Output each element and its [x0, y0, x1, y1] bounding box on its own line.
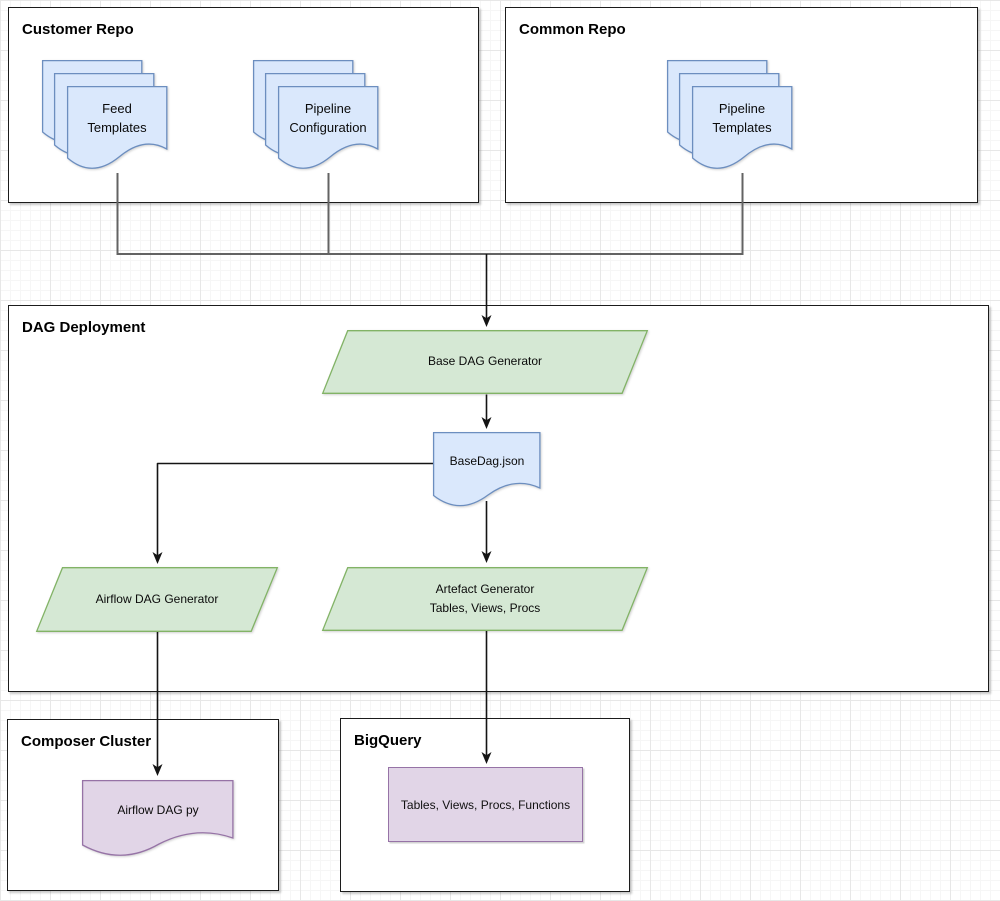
- container-common-repo: Common Repo: [505, 7, 978, 203]
- container-title-bigquery: BigQuery: [354, 732, 422, 749]
- node-pipeline-configuration: [252, 59, 379, 169]
- node-label-bigquery-artefacts: Tables, Views, Procs, Functions: [400, 797, 571, 812]
- container-title-customer-repo: Customer Repo: [22, 21, 134, 38]
- container-title-dag-deployment: DAG Deployment: [22, 319, 146, 336]
- node-bigquery-artefacts: Tables, Views, Procs, Functions: [388, 767, 583, 842]
- node-feed-templates: [41, 59, 168, 169]
- node-pipeline-templates: [666, 59, 793, 169]
- node-airflow-dag-py: [81, 779, 234, 856]
- connector-basedag-json-to-airflow-dag-generator: [152, 462, 433, 564]
- node-base-dag-generator: [321, 330, 649, 394]
- container-title-common-repo: Common Repo: [519, 21, 626, 38]
- node-artefact-generator: [321, 567, 649, 631]
- node-basedag-json: [432, 431, 541, 507]
- container-title-composer-cluster: Composer Cluster: [21, 733, 152, 750]
- node-airflow-dag-generator: [35, 567, 279, 632]
